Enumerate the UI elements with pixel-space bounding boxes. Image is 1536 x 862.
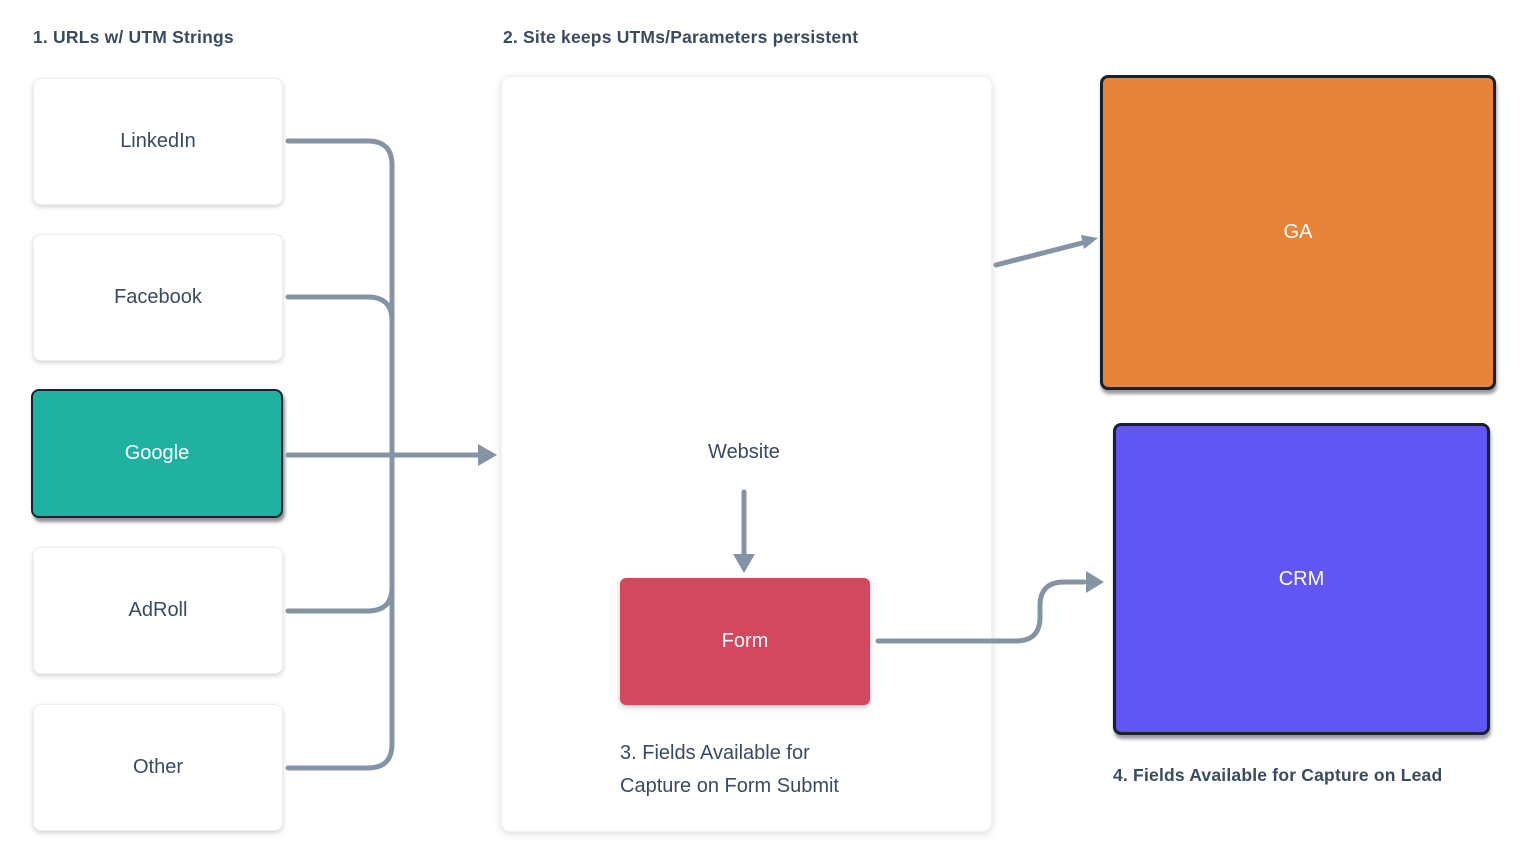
source-label-google: Google bbox=[124, 442, 190, 464]
source-label-adroll: AdRoll bbox=[128, 599, 188, 621]
source-label-facebook: Facebook bbox=[114, 286, 202, 308]
website-panel bbox=[501, 76, 992, 832]
arrowhead-to-crm-icon bbox=[1086, 571, 1104, 593]
source-box-other: Other bbox=[33, 704, 283, 831]
wire-linkedin-trunk-other bbox=[285, 138, 395, 771]
step1-title: 1. URLs w/ UTM Strings bbox=[33, 27, 234, 47]
source-box-adroll: AdRoll bbox=[33, 547, 283, 674]
arrowhead-to-ga-icon bbox=[1081, 235, 1098, 249]
ga-box: GA bbox=[1100, 75, 1496, 390]
ga-label: GA bbox=[1283, 221, 1313, 243]
step3-caption-line1: 3. Fields Available for bbox=[620, 742, 810, 764]
source-box-linkedin: LinkedIn bbox=[33, 78, 283, 205]
wire-site-to-ga bbox=[993, 240, 1085, 268]
form-box: Form bbox=[620, 578, 870, 705]
source-label-linkedin: LinkedIn bbox=[120, 130, 196, 152]
form-label: Form bbox=[721, 630, 769, 652]
wire-facebook bbox=[285, 294, 395, 324]
step3-caption: 3. Fields Available for Capture on Form … bbox=[620, 737, 839, 803]
step3-caption-line2: Capture on Form Submit bbox=[620, 775, 839, 797]
wire-adroll bbox=[285, 584, 395, 614]
arrowhead-to-site-icon bbox=[478, 444, 497, 466]
source-box-facebook: Facebook bbox=[33, 234, 283, 361]
step2-title: 2. Site keeps UTMs/Parameters persistent bbox=[503, 27, 859, 47]
crm-box: CRM bbox=[1113, 423, 1490, 735]
step4-title: 4. Fields Available for Capture on Lead bbox=[1113, 765, 1443, 785]
website-label: Website bbox=[708, 441, 780, 463]
crm-label: CRM bbox=[1278, 567, 1325, 590]
source-box-google: Google bbox=[31, 389, 283, 518]
source-label-other: Other bbox=[132, 756, 184, 778]
